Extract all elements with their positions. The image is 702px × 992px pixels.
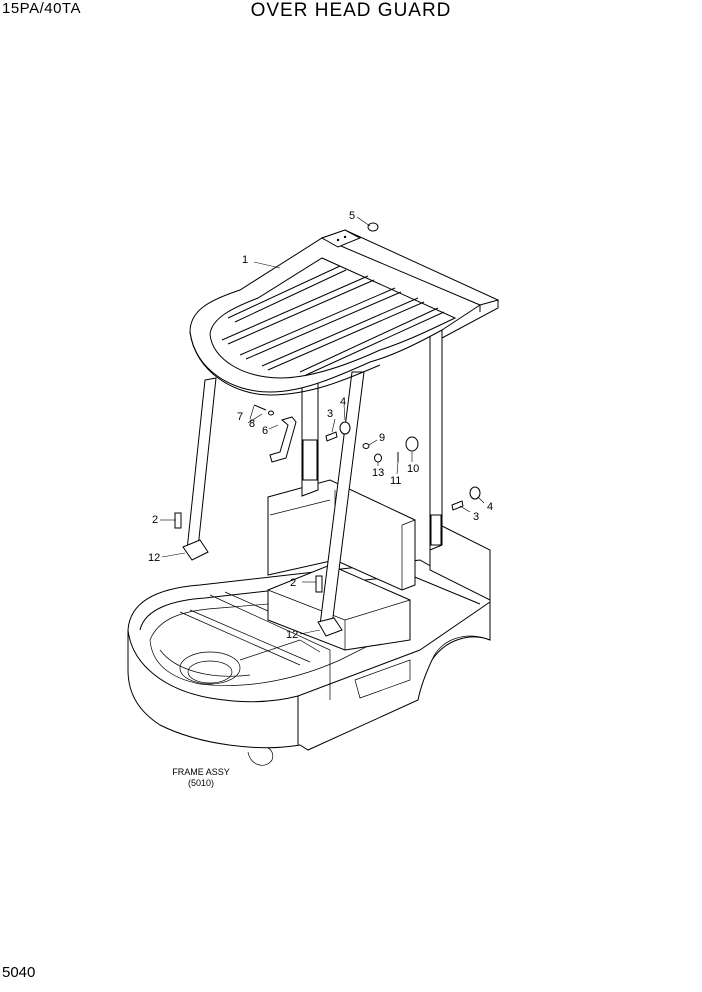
callout-3-right: 3 [473, 511, 479, 523]
callout-4-right: 4 [487, 501, 493, 513]
frame-assy-label: FRAME ASSY [172, 767, 230, 777]
callout-13: 13 [372, 467, 384, 479]
callout-11: 11 [390, 475, 401, 487]
callout-6: 6 [262, 425, 268, 437]
model-code: 15PA/40TA [2, 0, 81, 17]
callout-2-lower: 2 [290, 577, 296, 589]
callout-8: 8 [249, 418, 255, 430]
overhead-guard [182, 229, 500, 637]
page-number: 5040 [2, 964, 36, 981]
callout-12-left: 12 [148, 552, 160, 564]
callout-1: 1 [242, 254, 248, 266]
callout-5: 5 [349, 210, 355, 222]
frame-assembly [127, 479, 491, 766]
page-title: OVER HEAD GUARD [250, 0, 452, 21]
callout-7: 7 [237, 411, 243, 423]
frame-assy-number: (5010) [188, 778, 214, 788]
callout-12-lower: 12 [286, 629, 298, 641]
small-parts [174, 222, 481, 593]
callout-4-upper: 4 [340, 396, 346, 408]
callout-labels: 1 5 7 8 6 4 3 9 13 10 11 2 12 2 12 3 4 [148, 210, 493, 641]
callout-10: 10 [407, 463, 419, 475]
callout-9: 9 [379, 432, 385, 444]
callout-3-upper: 3 [327, 408, 333, 420]
callout-2-left: 2 [152, 514, 158, 526]
leader-lines [160, 216, 485, 635]
